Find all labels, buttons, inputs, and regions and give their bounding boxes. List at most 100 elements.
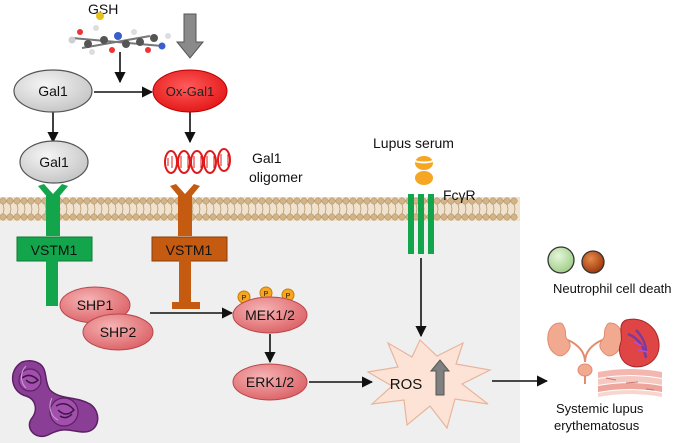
lipid-head — [377, 213, 385, 221]
lipid-tail — [464, 208, 467, 215]
lipid-tail — [464, 203, 467, 210]
lipid-head — [258, 213, 266, 221]
lipid-head — [34, 197, 42, 205]
vstm1-left-label: VSTM1 — [31, 242, 78, 258]
lipid-head — [279, 197, 287, 205]
lipid-head — [76, 197, 84, 205]
lipid-tail — [93, 203, 96, 210]
lipid-head — [272, 213, 280, 221]
gal1-oligomer-icon — [164, 148, 231, 174]
lipid-head — [244, 197, 252, 205]
ros-burst — [366, 338, 492, 430]
lipid-tail — [317, 203, 320, 210]
lipid-tail — [345, 203, 348, 210]
lipid-head — [132, 213, 140, 221]
lipid-tail — [128, 203, 131, 210]
lipid-tail — [226, 208, 229, 215]
lipid-head — [202, 213, 210, 221]
lipid-head — [510, 197, 518, 205]
lipid-tail — [9, 208, 12, 215]
lipid-head — [118, 197, 126, 205]
lipid-head — [237, 197, 245, 205]
lipid-head — [342, 213, 350, 221]
lipid-head — [440, 213, 448, 221]
gsh-label: GSH — [88, 1, 118, 17]
lipid-head — [258, 197, 266, 205]
lipid-head — [384, 213, 392, 221]
lipid-head — [328, 213, 336, 221]
lipid-head — [69, 213, 77, 221]
lipid-tail — [261, 203, 264, 210]
lipid-tail — [135, 203, 138, 210]
lipid-head — [391, 197, 399, 205]
lipid-tail — [107, 203, 110, 210]
lipid-tail — [30, 203, 33, 210]
lipid-head — [251, 197, 259, 205]
lipid-tail — [240, 203, 243, 210]
lipid-tail — [16, 203, 19, 210]
lipid-head — [209, 197, 217, 205]
lipid-tail — [44, 203, 47, 210]
lipid-head — [433, 213, 441, 221]
fcgr-receptor — [408, 194, 434, 254]
lipid-tail — [233, 208, 236, 215]
lipid-head — [265, 213, 273, 221]
lipid-tail — [121, 203, 124, 210]
lipid-tail — [72, 208, 75, 215]
lipid-head — [146, 197, 154, 205]
lipid-tail — [331, 208, 334, 215]
lipid-tail — [478, 203, 481, 210]
erk-node — [232, 363, 308, 401]
mek-label: MEK1/2 — [245, 307, 295, 323]
lipid-head — [293, 197, 301, 205]
lipid-tail — [149, 203, 152, 210]
lipid-head — [230, 197, 238, 205]
lipid-tail — [324, 208, 327, 215]
lipid-tail — [282, 208, 285, 215]
lipid-tail — [247, 208, 250, 215]
lipid-tail — [219, 208, 222, 215]
lipid-tail — [415, 203, 418, 210]
lipid-tail — [387, 203, 390, 210]
sle-label-line2: erythematosus — [554, 418, 640, 433]
lipid-tail — [506, 208, 509, 215]
lipid-head — [328, 197, 336, 205]
lipid-head — [90, 213, 98, 221]
lipid-head — [209, 213, 217, 221]
lipid-tail — [324, 203, 327, 210]
gal1-node-label: Gal1 — [38, 83, 68, 99]
lipid-head — [321, 197, 329, 205]
lipid-head — [195, 213, 203, 221]
ox-gal1-node — [152, 69, 228, 113]
lipid-tail — [170, 208, 173, 215]
lipid-head — [76, 213, 84, 221]
lipid-tail — [373, 208, 376, 215]
lipid-tail — [289, 208, 292, 215]
lipid-head — [146, 213, 154, 221]
lipid-head — [6, 213, 14, 221]
lipid-head — [62, 197, 70, 205]
lipid-head — [335, 197, 343, 205]
lipid-tail — [191, 208, 194, 215]
lipid-tail — [380, 208, 383, 215]
erk-label: ERK1/2 — [246, 374, 294, 390]
lipid-head — [363, 213, 371, 221]
lipid-tail — [219, 203, 222, 210]
lipid-head — [370, 197, 378, 205]
lipid-tail — [142, 203, 145, 210]
lipid-tail — [163, 203, 166, 210]
ox-gal1-label: Ox-Gal1 — [166, 84, 214, 99]
lipid-head — [398, 197, 406, 205]
lipid-head — [237, 213, 245, 221]
lipid-head — [307, 213, 315, 221]
lipid-head — [286, 213, 294, 221]
lipid-head — [307, 197, 315, 205]
lipid-head — [447, 213, 455, 221]
gsh-molecule-icon — [68, 12, 171, 55]
lipid-head — [0, 213, 7, 221]
lipid-tail — [338, 208, 341, 215]
lipid-head — [125, 213, 133, 221]
lipid-head — [223, 213, 231, 221]
lipid-tail — [79, 203, 82, 210]
lipid-tail — [268, 203, 271, 210]
